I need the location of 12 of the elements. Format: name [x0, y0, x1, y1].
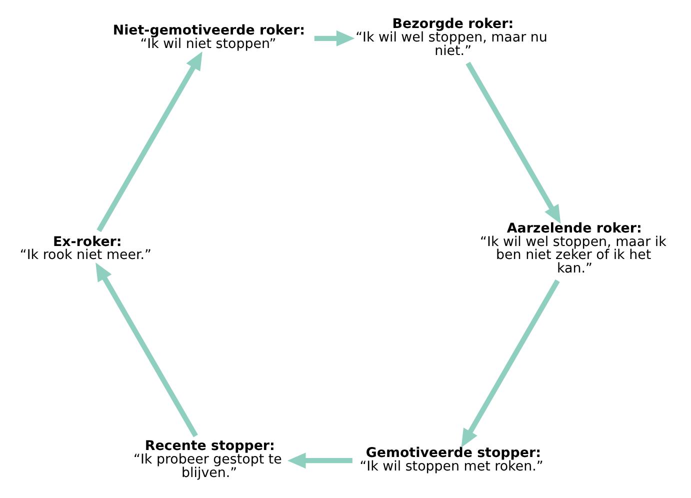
node-text: Gemotiveerde stopper: “Ik wil stoppen met roken.” — [360, 445, 544, 474]
node-text: Ex-roker: “Ik rook niet meer.” — [20, 234, 152, 263]
node-text: Aarzelende roker: “Ik wil wel stoppen, maar ik ben niet zeker of ik het kan.” — [480, 220, 666, 276]
arrow — [96, 51, 202, 232]
node-text: Recente stopper: “Ik probeer gestopt te blijven.” — [134, 438, 282, 481]
node-text: Niet-gemotiveerde roker: “Ik wil niet stoppen” — [112, 23, 305, 52]
arrow — [461, 278, 560, 447]
arrow — [314, 30, 355, 46]
arrow — [96, 262, 198, 437]
node-text: Bezorgde roker: “Ik wil wel stoppen, maar nu niet.” — [356, 16, 548, 58]
arrow — [287, 452, 352, 468]
arrow — [466, 61, 561, 224]
